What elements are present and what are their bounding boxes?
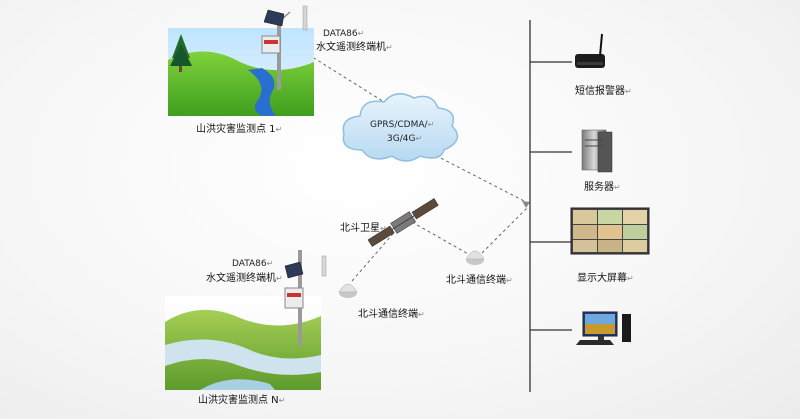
beidou-terminal-center-label: 北斗通信终端↵ [446,275,513,286]
dome-antenna-icon-center [465,250,485,265]
scene-mountain-river-icon [168,28,314,116]
stationN-terminal-label: 水文遥测终端机↵ [206,273,283,284]
scene-valley-river-icon [165,296,321,390]
cloud-line2-label: 3G/4G↵ [387,134,423,144]
link-center-terminal-to-hub [481,206,529,254]
router-icon [575,33,605,68]
rtu-pole-icon-n [284,250,327,346]
center-bus [529,20,572,392]
desktop-pc-icon [576,311,631,345]
link-arrowhead [522,201,530,208]
link-satellite-to-center-terminal [411,221,471,256]
link-lines [297,47,529,282]
cloud-line1-label: GPRS/CDMA/↵ [370,120,435,130]
server-label: 服务器↵ [584,182,621,193]
cloud-icon [342,93,459,162]
satellite-icon [367,198,439,247]
sms-alarm-label: 短信报警器↵ [575,86,632,97]
stationN-model-label: DATA86↵ [232,259,274,269]
dome-antenna-icon-station [338,283,358,298]
rtu-pole-icon [261,5,308,90]
station1-model-label: DATA86↵ [323,29,365,39]
solar-panel-icon [263,9,285,27]
big-screen-label: 显示大屏幕↵ [577,273,634,284]
video-wall-icon [570,207,650,255]
station1-name-label: 山洪灾害监测点 1↵ [196,124,283,135]
stationN-name-label: 山洪灾害监测点 N↵ [198,395,286,406]
link-cloud-to-hub [424,149,529,204]
beidou-terminal-station-label: 北斗通信终端↵ [358,309,425,320]
solar-panel-icon-n [284,261,304,279]
link-station1-to-cloud [297,47,401,113]
satellite-label: 北斗卫星↵ [340,223,387,234]
server-tower-icon [581,129,613,173]
station1-terminal-label: 水文遥测终端机↵ [316,42,393,53]
